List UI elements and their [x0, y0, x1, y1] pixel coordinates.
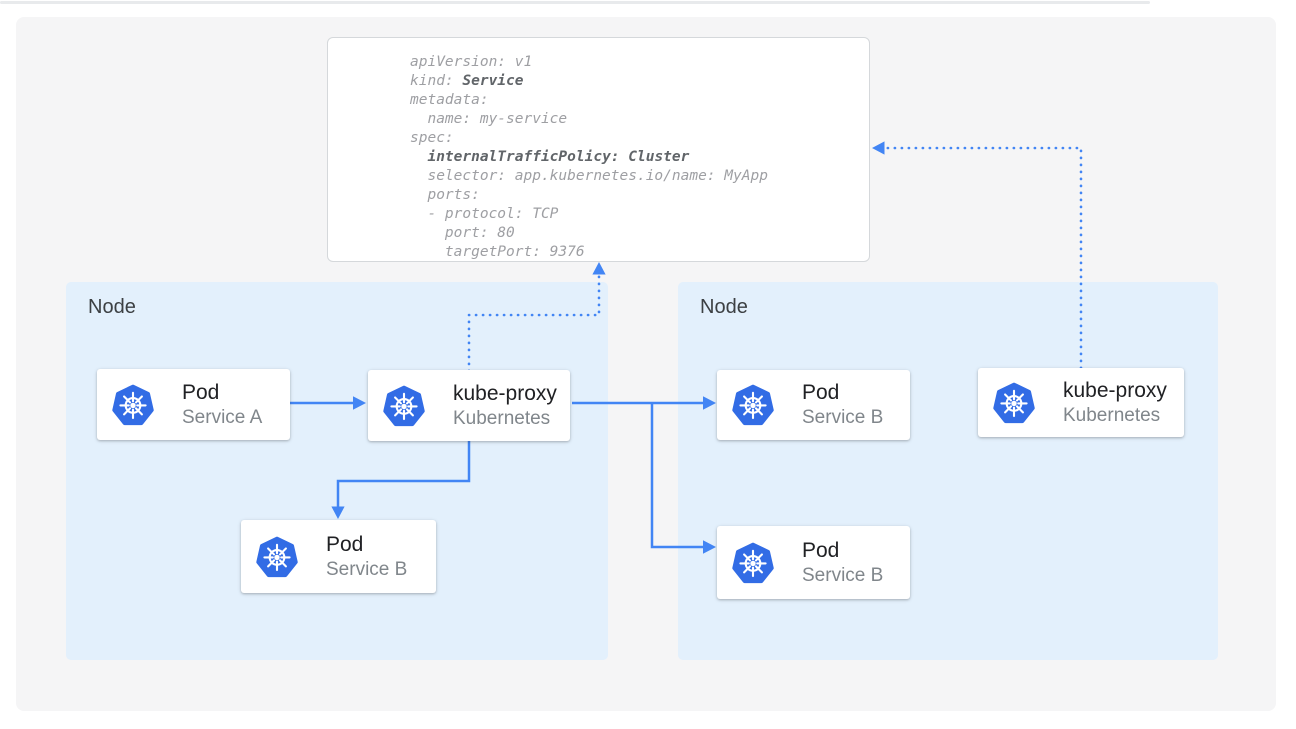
kubernetes-icon: [112, 384, 154, 426]
card-title: Pod: [802, 381, 840, 404]
card-title: kube-proxy: [1063, 378, 1167, 402]
node-left-label: Node: [88, 296, 136, 318]
yaml-line: ports:: [410, 187, 480, 203]
yaml-line: spec:: [410, 130, 454, 146]
card-subtitle: Service B: [802, 564, 884, 586]
node-right-label: Node: [700, 296, 748, 318]
card-pod-service-b-left: Pod Service B: [241, 520, 436, 593]
kubernetes-icon: [256, 536, 298, 578]
card-title: kube-proxy: [453, 381, 557, 405]
card-pod-service-a: Pod Service A: [97, 369, 290, 440]
yaml-line: - protocol: TCP: [410, 206, 559, 222]
yaml-line: selector: app.kubernetes.io/name: MyApp: [410, 168, 768, 184]
card-title: Pod: [326, 532, 364, 556]
kubernetes-icon: [993, 382, 1035, 424]
node-right: Node: [678, 282, 1218, 660]
card-subtitle: Kubernetes: [453, 407, 551, 429]
kubernetes-icon: [383, 385, 425, 427]
yaml-line: metadata:: [410, 92, 489, 108]
card-pod-service-b-right-top: Pod Service B: [717, 370, 910, 440]
kubernetes-icon: [732, 384, 774, 426]
card-subtitle: Service B: [326, 558, 408, 580]
card-kube-proxy-left: kube-proxy Kubernetes: [368, 370, 570, 441]
card-title: Pod: [182, 380, 220, 404]
yaml-line: targetPort: 9376: [410, 244, 585, 260]
card-title: Pod: [802, 538, 840, 562]
card-subtitle: Service A: [182, 406, 263, 428]
top-border-line: [0, 1, 1150, 4]
yaml-line: port: 80: [410, 225, 515, 241]
service-yaml-box: apiVersion: v1 kind: Service metadata: nam…: [327, 37, 870, 262]
card-subtitle: Service B: [802, 407, 884, 428]
node-left: Node: [66, 282, 608, 660]
yaml-line: apiVersion: v1: [410, 54, 533, 70]
card-subtitle: Kubernetes: [1063, 404, 1161, 426]
yaml-line: name: my-service: [410, 111, 568, 127]
kubernetes-icon: [732, 542, 774, 584]
yaml-line: kind: Service: [410, 73, 524, 89]
yaml-line: internalTrafficPolicy: Cluster: [427, 149, 690, 165]
card-kube-proxy-right: kube-proxy Kubernetes: [978, 368, 1184, 437]
card-pod-service-b-right-bottom: Pod Service B: [717, 526, 910, 599]
